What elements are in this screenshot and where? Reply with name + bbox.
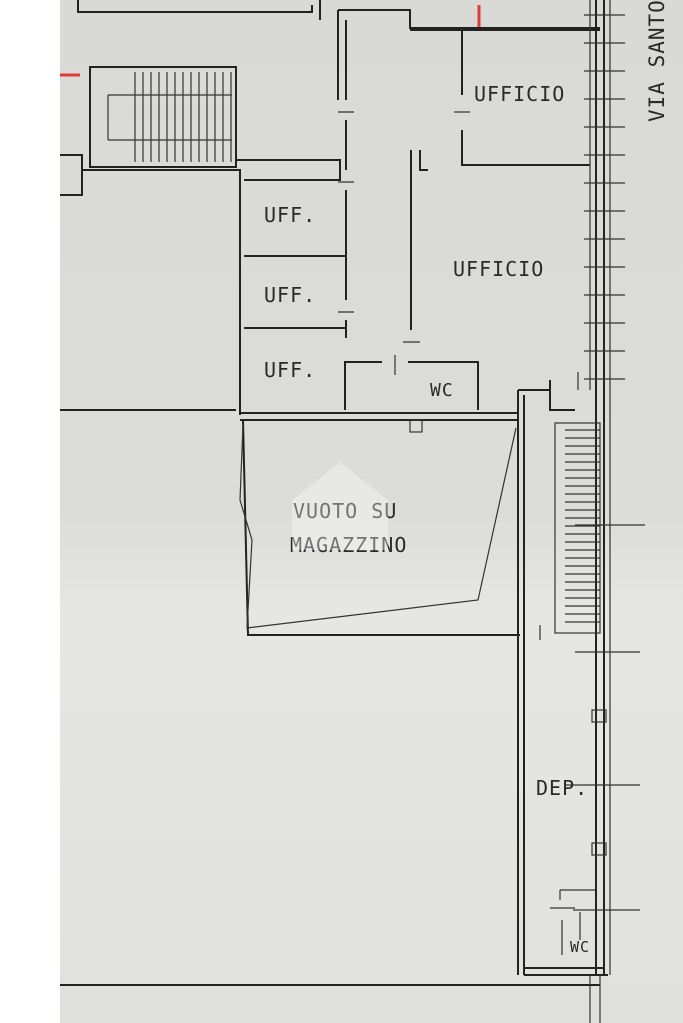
room-label-wc: WC: [570, 938, 590, 956]
room-label-magazzino: MAGAZZINO: [290, 533, 407, 557]
room-label-ufficio: UFFICIO: [453, 257, 544, 281]
room-label-uff: UFF.: [264, 283, 316, 307]
room-label-dep: DEP.: [536, 776, 588, 800]
room-label-vuoto: VUOTO SU: [293, 499, 397, 523]
room-label-ufficio: UFFICIO: [474, 82, 565, 106]
watermark-house-icon: [292, 462, 388, 550]
room-label-wc: WC: [430, 380, 454, 401]
staircase-icon: [89, 66, 237, 168]
staircase-icon: [554, 422, 601, 634]
room-label-uff: UFF.: [264, 203, 316, 227]
room-label-uff: UFF.: [264, 358, 316, 382]
street-label: VIA SANTO: [645, 0, 669, 122]
